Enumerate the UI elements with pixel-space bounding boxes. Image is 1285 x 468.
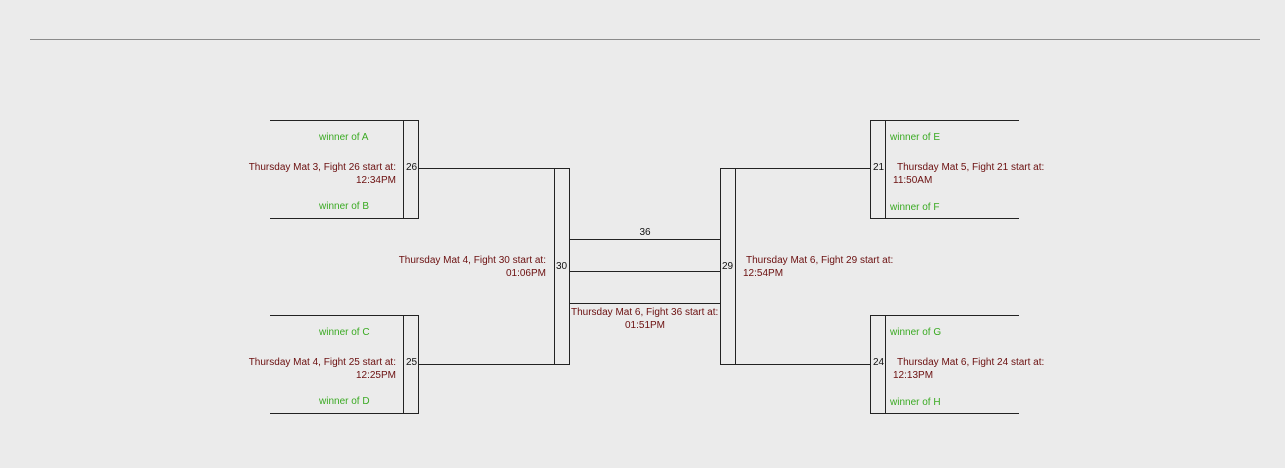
fight-29-schedule-line2: 12:54PM: [743, 268, 784, 279]
fight-21-schedule-line1: Thursday Mat 5, Fight 21 start at:: [897, 162, 1045, 173]
fight-number-36: 36: [639, 227, 651, 238]
fight-25-schedule-line2: 12:25PM: [355, 370, 396, 381]
fight-number-30: 30: [556, 261, 568, 272]
fight-29-schedule-line1: Thursday Mat 6, Fight 29 start at:: [746, 255, 894, 266]
entrant-winner-of-c: winner of C: [319, 327, 370, 338]
entrant-winner-of-a: winner of A: [319, 132, 369, 143]
fight-36-schedule-line1: Thursday Mat 6, Fight 36 start at:: [571, 307, 719, 318]
fight-number-21: 21: [873, 162, 885, 173]
fight-30-schedule-line2: 01:06PM: [505, 268, 546, 279]
fight-30-schedule-line1: Thursday Mat 4, Fight 30 start at:: [398, 255, 546, 266]
fight-26-schedule-line1: Thursday Mat 3, Fight 26 start at:: [248, 162, 396, 173]
entrant-winner-of-e: winner of E: [890, 132, 941, 143]
fight-number-24: 24: [873, 357, 885, 368]
top-divider: [30, 39, 1260, 40]
fight-26-schedule-line2: 12:34PM: [355, 175, 396, 186]
entrant-winner-of-d: winner of D: [319, 396, 370, 407]
fight-36-schedule-line2: 01:51PM: [624, 320, 666, 331]
fight-number-25: 25: [406, 357, 418, 368]
fight-25-schedule-line1: Thursday Mat 4, Fight 25 start at:: [248, 357, 396, 368]
fight-24-schedule-line2: 12:13PM: [893, 370, 934, 381]
fight-24-schedule-line1: Thursday Mat 6, Fight 24 start at:: [897, 357, 1045, 368]
entrant-winner-of-b: winner of B: [319, 201, 370, 212]
fight-21-schedule-line2: 11:50AM: [893, 175, 933, 186]
fight-number-26: 26: [406, 162, 418, 173]
entrant-winner-of-h: winner of H: [890, 397, 941, 408]
entrant-winner-of-f: winner of F: [890, 202, 940, 213]
fight-number-29: 29: [722, 261, 734, 272]
entrant-winner-of-g: winner of G: [890, 327, 942, 338]
